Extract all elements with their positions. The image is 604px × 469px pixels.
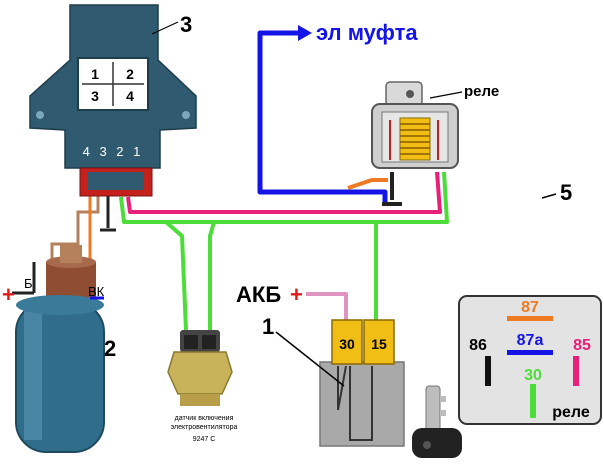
ignition-key	[412, 385, 462, 458]
relay-label: реле	[464, 83, 499, 100]
pin-86-label: 86	[469, 337, 487, 354]
number-2-label: 2	[104, 336, 116, 361]
number-1-label: 1	[262, 314, 274, 339]
terminal-15	[363, 319, 395, 365]
pin-label: 3	[91, 88, 99, 104]
number-5-label: 5	[560, 180, 572, 205]
akb-plus: +	[290, 282, 303, 307]
pointer-1	[275, 331, 345, 387]
green-wire-main	[119, 171, 449, 224]
coil-vk-label: ВК	[88, 284, 105, 299]
sensor-caption-3: 9247 С	[193, 436, 216, 443]
pin-row-label: 4 3 2 1	[83, 144, 144, 159]
sensor-caption-1: датчик включения	[175, 415, 234, 422]
pin-85-label: 85	[573, 337, 591, 354]
control-block: 1 2 3 4 4 3 2 1	[29, 4, 197, 197]
fan-sensor	[167, 330, 233, 406]
brown-wire-1	[76, 196, 100, 262]
pin-30-label: 30	[524, 367, 542, 384]
terminal-15-label: 15	[371, 336, 387, 352]
pin-label: 2	[126, 66, 134, 82]
ignition-coil	[15, 245, 105, 453]
blue-wire-arrow	[298, 25, 312, 41]
relay-diagram-label: реле	[552, 404, 590, 421]
pin-label: 4	[126, 88, 134, 104]
green-wire-sensor-left	[164, 220, 188, 331]
akb-wire	[306, 292, 348, 320]
pin-label: 1	[91, 66, 99, 82]
blue-wire	[257, 30, 388, 206]
coil-plus: +	[2, 282, 15, 307]
pink-wire	[126, 171, 442, 214]
coil-b-label: Б	[24, 276, 33, 291]
pin-87-label: 87	[521, 299, 539, 316]
green-wire-sensor-right	[208, 221, 216, 330]
relay-component	[371, 81, 459, 169]
akb-label: АКБ	[236, 282, 281, 307]
sensor-caption-2: электровентилятора	[171, 424, 238, 431]
number-3-label: 3	[180, 12, 192, 37]
orange-wire	[347, 178, 388, 190]
relay-pin-diagram	[458, 295, 602, 425]
terminal-30	[331, 319, 363, 365]
pin-87a-label: 87a	[517, 332, 544, 349]
ignition-switch: 30 15	[319, 319, 405, 447]
clutch-label: эл муфта	[316, 20, 418, 45]
brown-wire-2	[50, 242, 78, 262]
terminal-30-label: 30	[339, 336, 355, 352]
